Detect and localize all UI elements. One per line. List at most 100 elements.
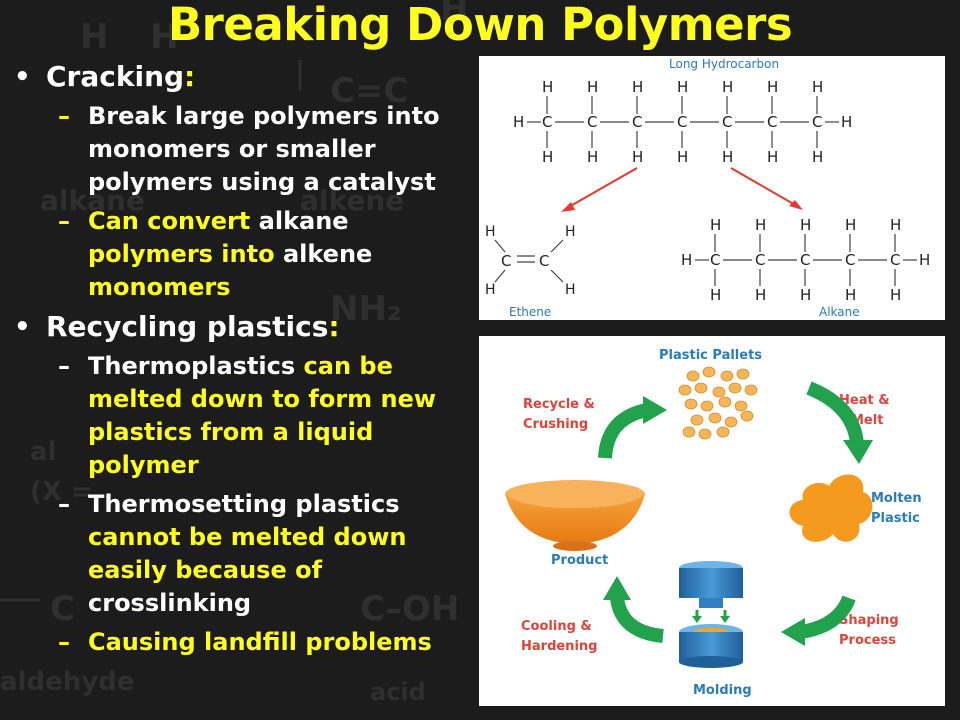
sub-bullet-text: Causing landfill problems: [88, 628, 432, 656]
svg-text:H: H: [841, 113, 852, 131]
svg-text:(X =: (X =: [30, 477, 93, 507]
svg-text:H: H: [150, 17, 178, 57]
svg-text:C: C: [812, 113, 822, 131]
svg-text:C: C: [587, 113, 597, 131]
label-heat-melt-line1: Heat &: [839, 393, 890, 408]
svg-text:H: H: [919, 251, 930, 269]
mold-press-icon: [679, 561, 743, 668]
svg-text:C–OH: C–OH: [360, 589, 459, 629]
sub-bullet-text: Thermosetting plastics: [88, 490, 400, 518]
arrow-head-icon: [789, 200, 803, 210]
label-recycle-line1: Recycle &: [523, 397, 595, 412]
svg-text:H: H: [632, 148, 643, 166]
sub-bullet-text: alkene: [282, 240, 373, 268]
dash-icon: –: [58, 207, 70, 235]
sub-bullet: – Break large polymers into monomers or …: [12, 100, 478, 199]
sub-bullet-text: monomers: [88, 273, 231, 301]
svg-text:al: al: [30, 437, 56, 467]
sub-bullet-text: polymers into: [88, 240, 283, 268]
svg-text:H: H: [681, 251, 692, 269]
label-recycle-line2: Crushing: [523, 417, 588, 432]
label-product: Product: [551, 553, 608, 568]
bullet-list: • Cracking: – Break large polymers into …: [12, 60, 482, 665]
bullet-dot-icon: •: [14, 312, 31, 342]
svg-text:H: H: [542, 78, 553, 96]
svg-text:acid: acid: [370, 678, 426, 706]
svg-text:C: C: [767, 113, 777, 131]
svg-text:H: H: [800, 216, 811, 234]
svg-text:H: H: [767, 78, 778, 96]
svg-text:H: H: [845, 286, 856, 304]
svg-text:C: C: [755, 251, 765, 269]
arrow-head-icon: [603, 576, 631, 600]
dash-icon: –: [58, 628, 70, 656]
label-shaping-line2: Process: [839, 633, 896, 648]
svg-text:H: H: [677, 78, 688, 96]
dash-icon: –: [58, 352, 70, 380]
recycling-cycle-diagram: Plastic Pallets Heat & Melt Recycle & Cr…: [505, 348, 922, 698]
svg-text:H: H: [485, 282, 496, 298]
bullet-colon: :: [328, 310, 340, 343]
arrow-head-icon: [781, 618, 805, 646]
sub-bullet-text: Thermoplastics: [88, 352, 304, 380]
svg-text:H: H: [710, 286, 721, 304]
label-cooling-line1: Cooling &: [521, 619, 592, 634]
svg-text:H: H: [80, 17, 108, 57]
svg-text:H: H: [710, 216, 721, 234]
product-bowl-base: [553, 541, 597, 551]
arrow-to-alkane: [730, 167, 798, 207]
ethene-molecule: H H C C H H: [485, 224, 576, 298]
svg-text:H: H: [542, 148, 553, 166]
bullet-label: Recycling plastics: [46, 310, 329, 343]
cycle-arrow-icon: [806, 381, 864, 445]
svg-text:C: C: [890, 251, 900, 269]
svg-text:C: C: [539, 252, 549, 270]
svg-text:H: H: [722, 148, 733, 166]
svg-text:H: H: [587, 148, 598, 166]
svg-text:C: C: [710, 251, 720, 269]
svg-text:NH₂: NH₂: [330, 289, 402, 329]
sub-bullet-text: alkane: [258, 207, 349, 235]
sub-bullet-text: crosslinking: [88, 589, 252, 617]
svg-text:H: H: [587, 78, 598, 96]
label-molten-line2: Plastic: [871, 511, 920, 526]
svg-text:H: H: [845, 216, 856, 234]
svg-text:alkane: alkane: [40, 184, 145, 217]
arrow-head-icon: [561, 202, 575, 212]
svg-text:alkene: alkene: [300, 184, 404, 217]
svg-text:C: C: [800, 251, 810, 269]
svg-text:H: H: [767, 148, 778, 166]
svg-text:C: C: [501, 252, 511, 270]
svg-text:aldehyde: aldehyde: [0, 667, 134, 697]
svg-text:H: H: [632, 78, 643, 96]
cycle-arrow-icon: [598, 403, 649, 459]
arrow-head-icon: [643, 396, 667, 424]
label-molding: Molding: [693, 683, 752, 698]
bullet-recycling: • Recycling plastics:: [12, 310, 482, 344]
arrow-to-ethene: [566, 167, 638, 209]
label-molten-line1: Molten: [871, 491, 922, 506]
product-bowl-icon: [505, 494, 645, 544]
svg-text:H: H: [485, 224, 496, 240]
svg-text:H: H: [755, 286, 766, 304]
svg-text:H: H: [722, 78, 733, 96]
bullet-cracking: • Cracking:: [12, 60, 482, 94]
figure-title: Long Hydrocarbon: [669, 57, 779, 71]
svg-text:H: H: [890, 216, 901, 234]
svg-text:H: H: [800, 286, 811, 304]
dash-icon: –: [58, 102, 70, 130]
svg-text:H: H: [812, 148, 823, 166]
sub-bullet-text: can be melted down to form new plastics …: [88, 352, 437, 479]
svg-text:H: H: [565, 282, 576, 298]
label-plastic-pallets: Plastic Pallets: [659, 348, 762, 363]
svg-text:H: H: [440, 0, 468, 29]
svg-text:H: H: [513, 113, 524, 131]
plastic-recycling-cycle-figure: Plastic Pallets Heat & Melt Recycle & Cr…: [479, 336, 945, 706]
svg-text:C=C: C=C: [330, 71, 408, 111]
slide-title: Breaking Down Polymers: [167, 0, 793, 51]
product-bowl-rim: [505, 480, 645, 508]
svg-text:C: C: [845, 251, 855, 269]
label-shaping-line1: Shaping: [839, 613, 899, 628]
